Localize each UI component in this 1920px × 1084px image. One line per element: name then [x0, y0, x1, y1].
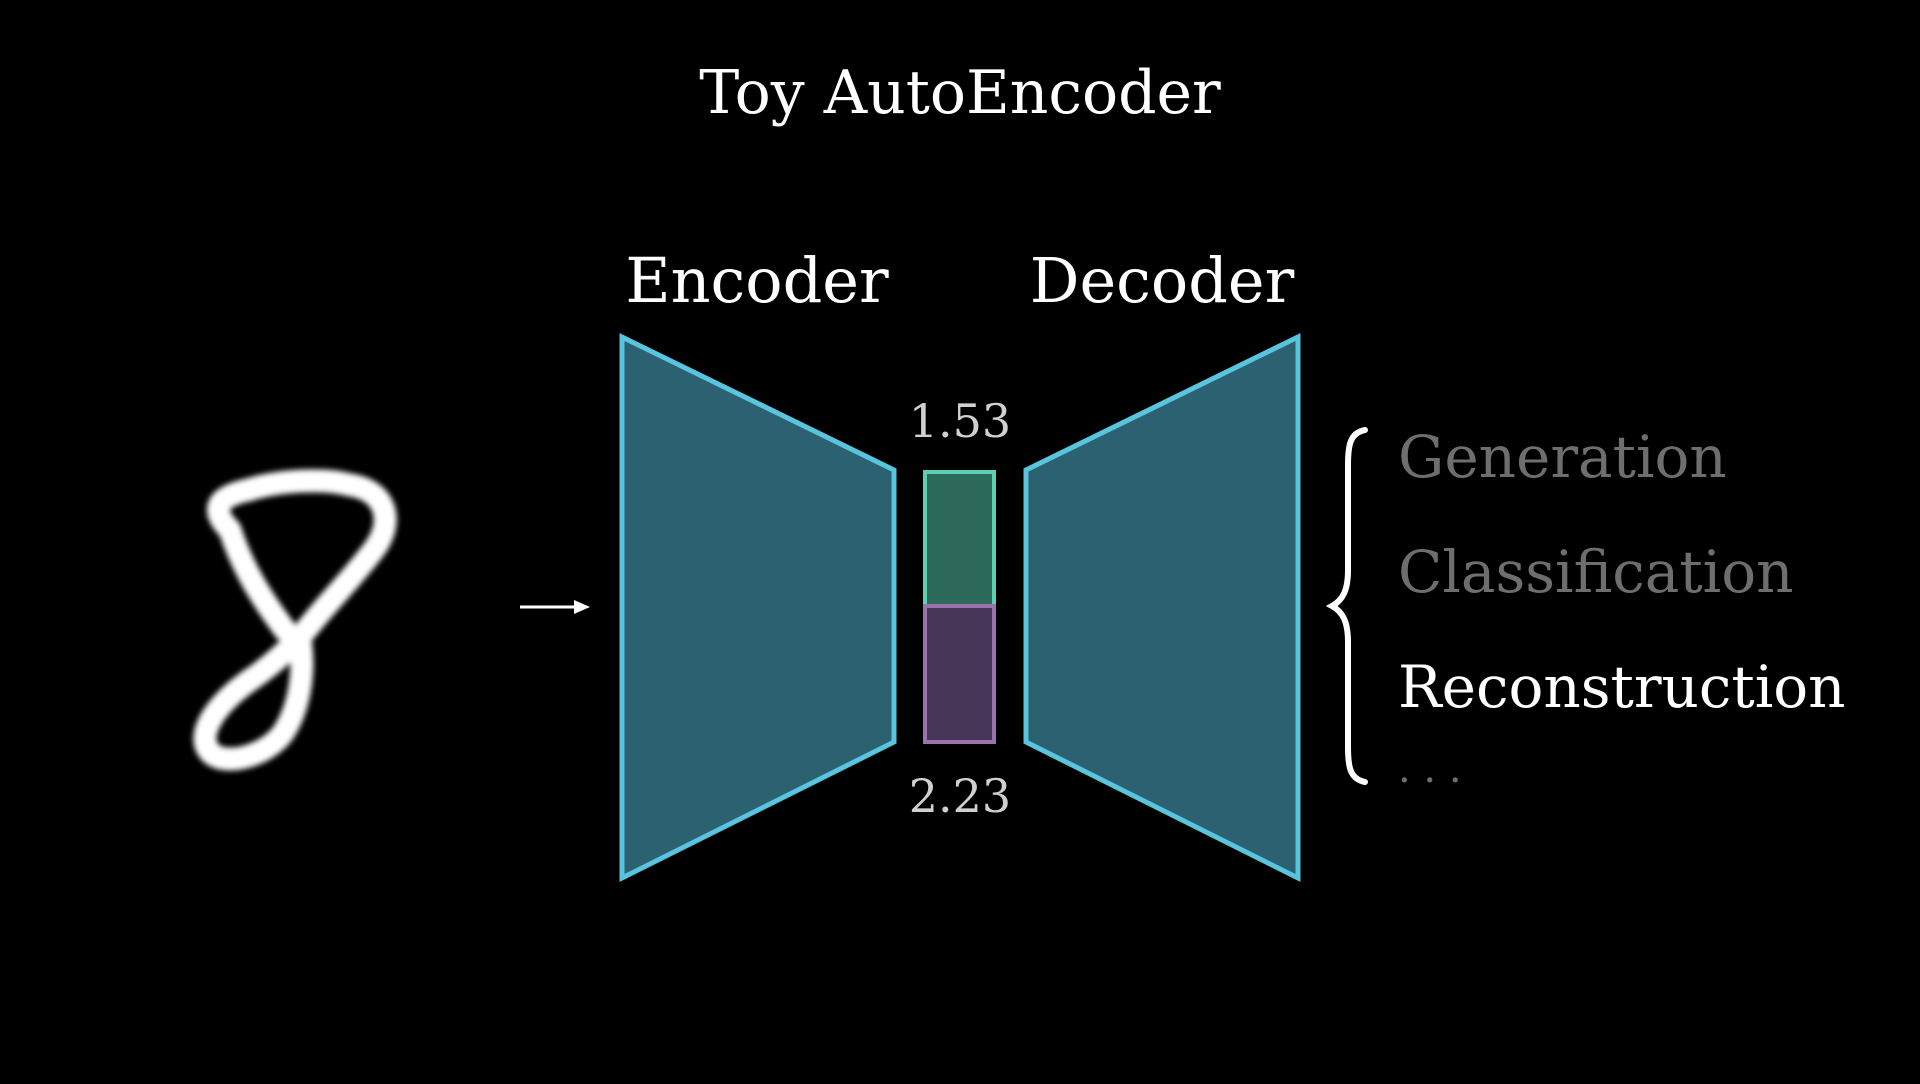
application-classification: Classification: [1398, 538, 1793, 606]
digit-stroke-cross: [218, 518, 297, 642]
application-ellipsis: . . .: [1398, 746, 1462, 792]
latent-value-top: 1.53: [909, 394, 1011, 448]
arrow-head: [574, 600, 590, 614]
applications-brace: [1325, 427, 1368, 785]
latent-cell-bottom: [923, 604, 996, 744]
latent-value-bottom: 2.23: [909, 769, 1011, 823]
application-reconstruction: Reconstruction: [1398, 653, 1846, 721]
diagram-title: Toy AutoEncoder: [699, 58, 1221, 128]
latent-cell-top: [923, 470, 996, 608]
digit-upper-loop: [207, 469, 397, 637]
digit-lower-loop: [193, 613, 322, 771]
input-arrow: [520, 600, 590, 614]
input-digit-image: [193, 469, 397, 771]
decoder-block: [1023, 332, 1301, 883]
decoder-label: Decoder: [1030, 244, 1295, 317]
encoder-label: Encoder: [625, 244, 889, 317]
application-generation: Generation: [1398, 423, 1727, 491]
encoder-block: [619, 332, 897, 883]
